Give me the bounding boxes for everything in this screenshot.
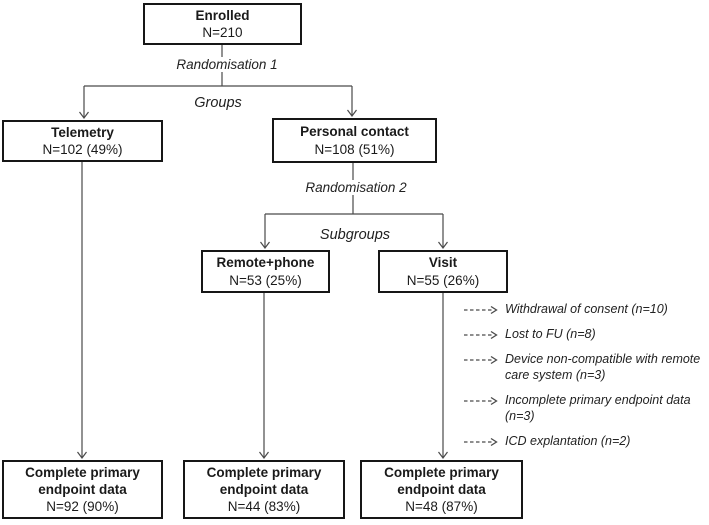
box-outcome-remote-phone-value: N=44 (83%)	[227, 499, 301, 515]
arrowhead	[260, 241, 270, 249]
box-outcome-visit-value: N=48 (87%)	[405, 499, 478, 515]
box-outcome-visit: Complete primary endpoint data N=48 (87%…	[360, 460, 523, 519]
label-subgroups: Subgroups	[319, 227, 391, 243]
box-enrolled-value: N=210	[202, 25, 243, 40]
dashed-arrow-icon	[464, 330, 498, 339]
dashed-arrow-icon	[464, 437, 498, 446]
exclusion-text: Device non-compatible with remote care s…	[505, 352, 701, 382]
arrowhead	[79, 111, 89, 119]
box-outcome-telemetry-title: Complete primary endpoint data	[25, 464, 140, 497]
exclusion-item-lost-to-fu: Lost to FU (n=8)	[463, 326, 706, 342]
exclusion-item-device-non-compatible: Device non-compatible with remote care s…	[463, 351, 706, 383]
arrowhead	[438, 451, 448, 459]
exclusion-item-withdrawal: Withdrawal of consent (n=10)	[463, 301, 706, 317]
box-remote-phone: Remote+phone N=53 (25%)	[201, 250, 330, 293]
label-groups: Groups	[194, 95, 242, 111]
exclusion-item-icd-explantation: ICD explantation (n=2)	[463, 433, 706, 449]
dashed-arrow-icon	[464, 355, 498, 364]
arrowhead	[438, 241, 448, 249]
label-randomisation-2: Randomisation 2	[286, 180, 426, 195]
box-telemetry-title: Telemetry	[51, 124, 114, 140]
box-telemetry: Telemetry N=102 (49%)	[2, 120, 163, 162]
box-remote-phone-value: N=53 (25%)	[229, 272, 302, 288]
exclusion-text: Incomplete primary endpoint data (n=3)	[505, 393, 691, 423]
exclusion-text: Lost to FU (n=8)	[505, 327, 596, 341]
box-outcome-telemetry-value: N=92 (90%)	[46, 499, 119, 515]
box-visit-value: N=55 (26%)	[406, 272, 480, 288]
exclusion-text: Withdrawal of consent (n=10)	[505, 302, 668, 316]
box-outcome-visit-title: Complete primary endpoint data	[384, 464, 499, 497]
box-enrolled-title: Enrolled	[195, 7, 250, 23]
box-enrolled: Enrolled N=210	[143, 3, 302, 45]
exclusion-list: Withdrawal of consent (n=10) Lost to FU …	[463, 301, 706, 458]
box-visit: Visit N=55 (26%)	[378, 250, 508, 293]
exclusion-text: ICD explantation (n=2)	[505, 434, 631, 448]
arrowhead	[259, 451, 269, 459]
arrowhead	[347, 109, 357, 117]
box-remote-phone-title: Remote+phone	[216, 255, 315, 271]
box-personal-contact-title: Personal contact	[300, 124, 409, 140]
dashed-arrow-icon	[464, 305, 498, 314]
box-personal-contact-value: N=108 (51%)	[314, 141, 395, 157]
box-outcome-remote-phone: Complete primary endpoint data N=44 (83%…	[183, 460, 345, 519]
label-randomisation-1: Randomisation 1	[157, 57, 297, 72]
box-outcome-remote-phone-title: Complete primary endpoint data	[206, 464, 322, 497]
exclusion-item-incomplete-endpoint: Incomplete primary endpoint data (n=3)	[463, 392, 706, 424]
dashed-arrow-icon	[464, 396, 498, 405]
box-personal-contact: Personal contact N=108 (51%)	[272, 118, 437, 163]
box-outcome-telemetry: Complete primary endpoint data N=92 (90%…	[2, 460, 163, 519]
box-visit-title: Visit	[428, 255, 458, 271]
box-telemetry-value: N=102 (49%)	[42, 142, 123, 157]
arrowhead	[77, 451, 87, 459]
